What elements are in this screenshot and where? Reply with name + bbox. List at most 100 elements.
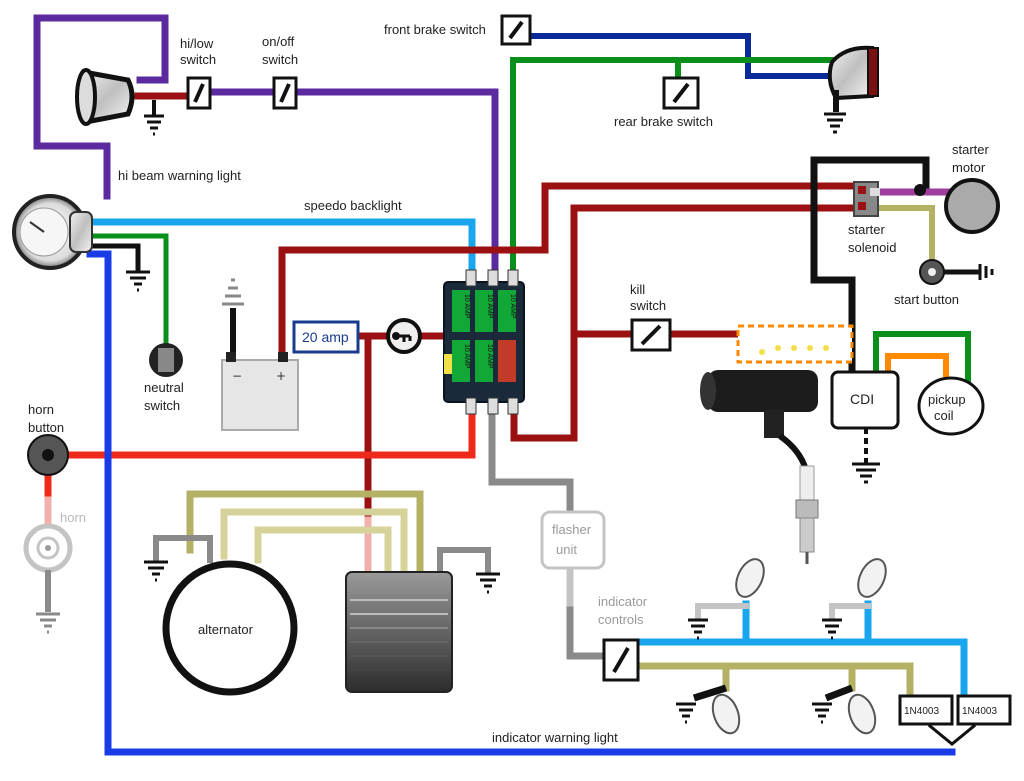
fuse-label-5: 10 AMP <box>486 344 493 369</box>
cdi-label: CDI <box>850 391 874 407</box>
indicator-controls-switch[interactable] <box>602 638 640 682</box>
wire-red-horn <box>62 408 476 459</box>
wire-olive-alternator <box>186 490 424 576</box>
alternator-ground-icon <box>144 560 168 582</box>
wire-khaki-alternator-1 <box>220 508 408 576</box>
ignition-key-switch[interactable] <box>386 318 422 354</box>
on-off-switch[interactable] <box>272 76 298 110</box>
speedometer <box>12 194 93 270</box>
fuse-label-1: 10 AMP <box>463 294 470 319</box>
wire-olive-start <box>875 205 935 261</box>
kill-switch[interactable] <box>630 318 672 352</box>
main-fuse-20-amp <box>292 320 360 354</box>
front-brake-switch[interactable] <box>500 14 532 46</box>
junction-dot <box>914 184 926 196</box>
kill-switch-label-2: switch <box>630 298 666 313</box>
svg-text:+: + <box>276 369 286 383</box>
indicator-rear-left <box>824 684 877 735</box>
wire-green-neutral <box>89 233 169 345</box>
on-off-switch-label-2: switch <box>262 52 298 67</box>
pickup-coil-label-1: pickup <box>928 392 966 407</box>
headlight-ground-icon <box>144 100 164 136</box>
kill-switch-label-1: kill <box>630 282 645 297</box>
wire-lightgrey-indicator-ground <box>695 603 871 621</box>
wire-navy-front-brake <box>529 33 835 79</box>
regulator-ground-icon <box>476 572 500 594</box>
neutral-switch[interactable] <box>149 343 183 377</box>
indicator-rear-right <box>857 558 887 598</box>
spark-plug <box>795 465 819 564</box>
starter-solenoid-label-2: solenoid <box>848 240 896 255</box>
neutral-switch-label-1: neutral <box>144 380 184 395</box>
pickup-coil <box>917 376 985 436</box>
indicator-left-ground-icon <box>676 702 832 724</box>
starter-solenoid <box>853 181 880 217</box>
headlight <box>75 68 135 126</box>
rear-brake-switch[interactable] <box>662 76 700 110</box>
tail-light-ground-icon <box>824 90 846 134</box>
hi-low-switch-label-1: hi/low <box>180 36 214 51</box>
fuse-label-2: 10 AMP <box>486 294 493 319</box>
start-button-label: start button <box>894 292 959 307</box>
wire-grey-regulator-ground <box>437 547 491 579</box>
ignition-coil <box>700 370 818 471</box>
fuse-label-3: 10 AMP <box>509 294 516 319</box>
starter-motor <box>944 178 1000 234</box>
diode-2 <box>956 694 1012 726</box>
diode-2-label: 1N4003 <box>962 706 997 717</box>
wire-purple-switch-run <box>206 88 499 276</box>
speedo-backlight-label: speedo backlight <box>304 198 402 213</box>
flasher-unit-label-2: unit <box>556 542 577 557</box>
indicator-front-right <box>735 558 765 598</box>
wire-olive-indicators <box>634 662 914 700</box>
svg-text:−: − <box>232 369 242 383</box>
wire-grey-flasher <box>488 408 574 516</box>
battery: − + <box>221 352 299 431</box>
wire-lightblue-indicators <box>634 600 968 700</box>
start-button[interactable] <box>919 259 994 285</box>
regulator-rectifier <box>345 571 453 693</box>
fuse-box <box>443 269 525 415</box>
hi-low-switch[interactable] <box>186 76 212 110</box>
pickup-coil-label-2: coil <box>934 408 954 423</box>
indicator-warning-light-label: indicator warning light <box>492 730 618 745</box>
wire-orange-pickup <box>885 353 949 381</box>
flasher-unit-label-1: flasher <box>552 522 592 537</box>
battery-ground-icon <box>222 278 244 352</box>
starter-motor-label-1: starter <box>952 142 990 157</box>
indicator-right-ground-icon <box>688 618 842 640</box>
on-off-switch-label-1: on/off <box>262 34 295 49</box>
indicator-controls-label-2: controls <box>598 612 644 627</box>
horn-button[interactable] <box>27 434 69 476</box>
diode-1-label: 1N4003 <box>904 706 939 717</box>
wire-khaki-alternator-2 <box>254 526 392 576</box>
diode-1 <box>898 694 954 726</box>
starter-motor-label-2: motor <box>952 160 986 175</box>
wire-darkred-20amp <box>354 332 448 524</box>
tail-light <box>827 45 879 101</box>
cdi-connector <box>736 324 854 364</box>
wire-grey-alternator-ground <box>153 535 213 563</box>
indicator-front-left <box>692 684 741 735</box>
wire-darkred-battery <box>278 182 874 366</box>
wire-black-diodes <box>927 723 977 746</box>
alternator-label: alternator <box>198 622 254 637</box>
starter-solenoid-label-1: starter <box>848 222 886 237</box>
wire-purple-warning-loop <box>33 14 169 200</box>
rear-brake-switch-label: rear brake switch <box>614 114 713 129</box>
wire-grey-controls <box>566 606 608 660</box>
speedo-ground-icon <box>126 270 150 292</box>
horn-button-label-2: button <box>28 420 64 435</box>
flasher-unit <box>540 510 606 570</box>
cdi-unit <box>830 370 900 484</box>
neutral-switch-label-2: switch <box>144 398 180 413</box>
main-fuse-label: 20 amp <box>302 329 349 345</box>
fuse-label-4: 10 AMP <box>463 344 470 369</box>
horn-button-label-1: horn <box>28 402 54 417</box>
wire-darkred-solenoid <box>510 204 866 442</box>
wire-lightblue-speedo <box>92 218 476 276</box>
alternator <box>162 560 298 696</box>
wire-blue-warning <box>86 250 956 756</box>
hi-low-switch-label-2: switch <box>180 52 216 67</box>
